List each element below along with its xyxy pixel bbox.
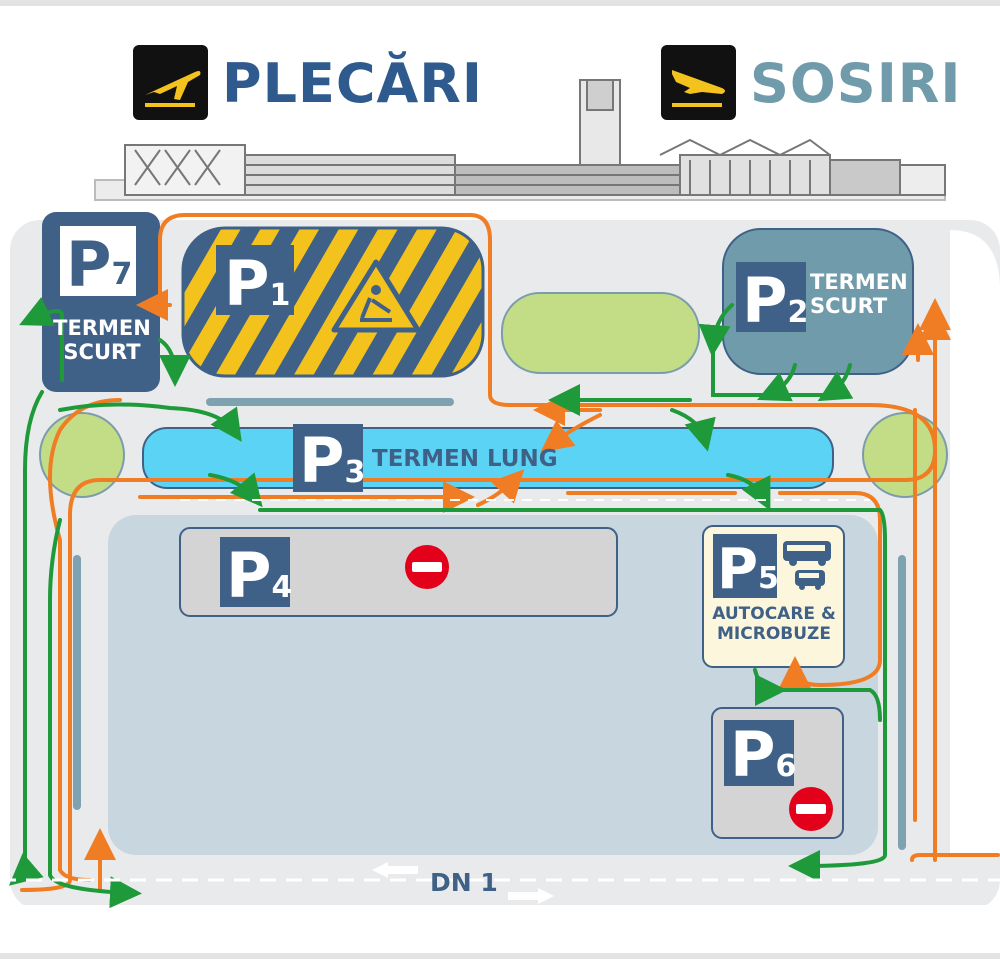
terminal-building-icon [94, 79, 946, 201]
p7-label: TERMEN SCURT [53, 316, 151, 365]
road-name: DN 1 [430, 868, 498, 897]
minibus-icon [795, 570, 825, 590]
bus-icon [783, 541, 831, 566]
no-entry-icon [789, 787, 833, 831]
green-island [501, 292, 700, 374]
green-routes [8, 297, 887, 909]
departures-label: PLECĂRI [222, 52, 483, 115]
plane-landing-icon [661, 45, 736, 120]
p3-label: TERMEN LUNG [372, 446, 558, 472]
p5-label: AUTOCARE & MICROBUZE [712, 604, 836, 644]
roundabout-left [39, 412, 125, 498]
no-entry-icon [405, 545, 449, 589]
arrivals-label: SOSIRI [750, 52, 962, 115]
lane-dividers [73, 555, 906, 850]
road-works-icon [331, 259, 421, 333]
orange-routes [20, 213, 1000, 892]
plane-takeoff-icon [133, 45, 208, 120]
dn1-direction-arrows [372, 862, 554, 904]
p2-label: TERMEN SCURT [810, 270, 908, 319]
